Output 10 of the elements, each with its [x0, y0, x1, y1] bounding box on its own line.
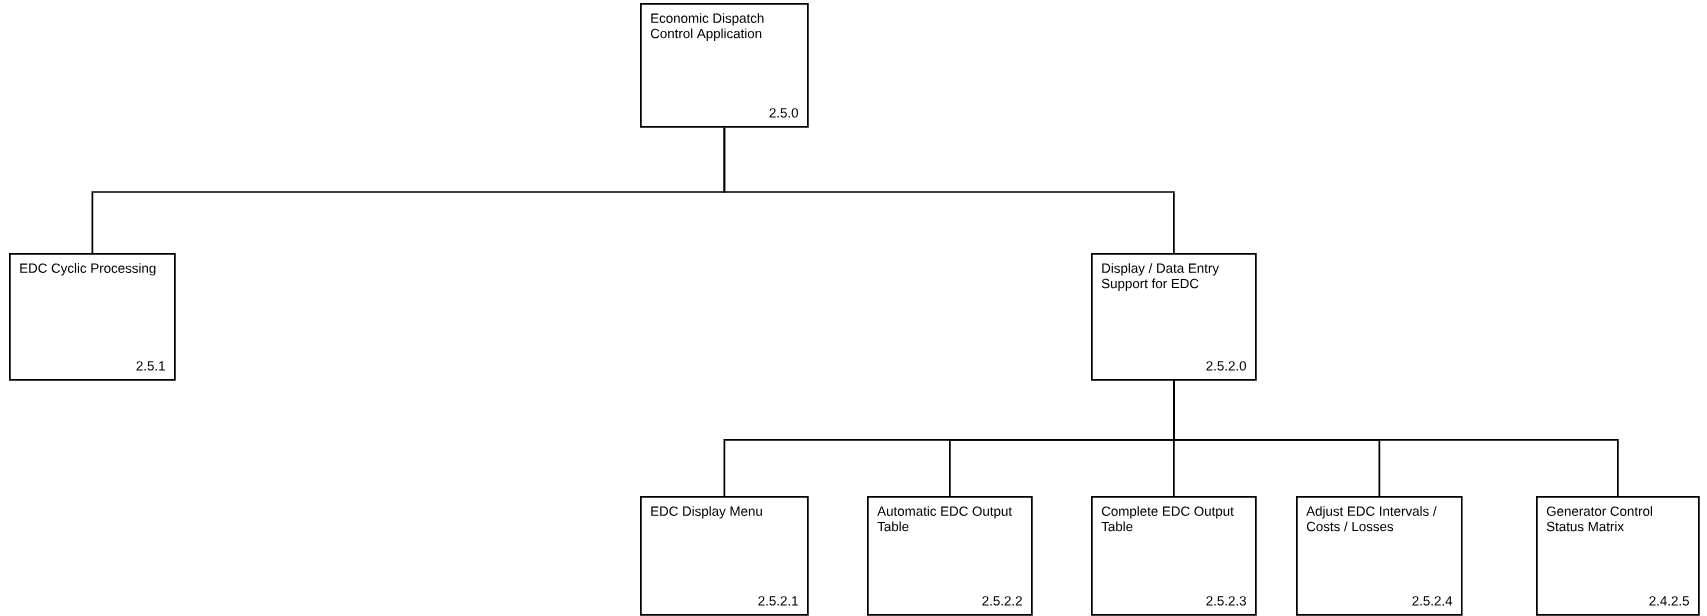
process-box: Automatic EDC Output Table 2.5.2.2	[867, 496, 1033, 616]
process-box: Adjust EDC Intervals / Costs / Losses 2.5.2.4	[1296, 496, 1463, 616]
process-box: EDC Cyclic Processing 2.5.1	[9, 253, 176, 381]
process-box: Economic Dispatch Control Application 2.5.0	[640, 3, 809, 128]
process-box: Display / Data Entry Support for EDC 2.5.2.0	[1091, 253, 1257, 381]
process-box: EDC Display Menu 2.5.2.1	[640, 496, 809, 616]
connector-line	[1173, 379, 1619, 497]
process-box: Complete EDC Output Table 2.5.2.3	[1091, 496, 1257, 616]
connector-line	[723, 126, 1175, 254]
process-box: Generator Control Status Matrix 2.4.2.5	[1536, 496, 1700, 616]
